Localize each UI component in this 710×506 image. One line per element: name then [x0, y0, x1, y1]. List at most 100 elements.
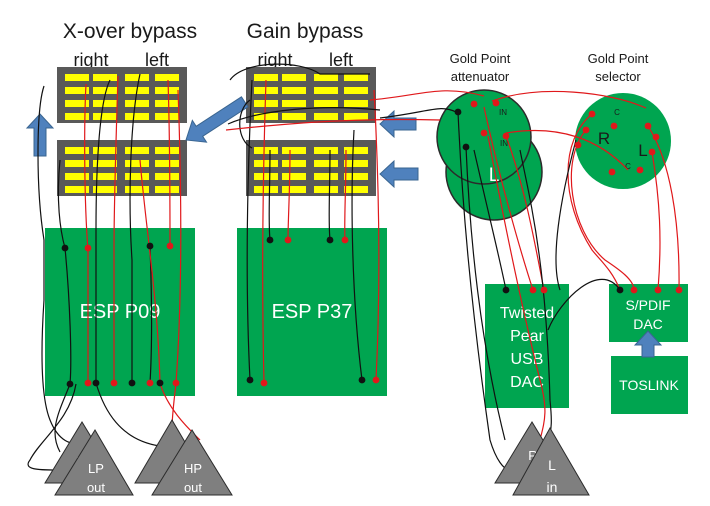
red-terminal [341, 236, 349, 244]
red-wire [84, 83, 89, 383]
relay-contact-pad [155, 147, 179, 154]
relay-contact-pad [125, 74, 149, 81]
red-wire [491, 90, 647, 109]
attenuator-lower-label: L [489, 165, 500, 186]
red-terminal [654, 286, 662, 294]
red-wire [369, 90, 485, 101]
attenuator-label-line2: attenuator [451, 69, 510, 84]
red-terminal [166, 242, 174, 250]
red-wire [651, 151, 661, 291]
relay-contact-pad [254, 74, 278, 81]
relay-contact-pad [93, 173, 117, 180]
red-wire [159, 382, 201, 441]
spdif-label-line2: DAC [633, 316, 663, 332]
relay-contact-pad [65, 173, 89, 180]
relay-contact-pad [93, 113, 117, 120]
spdif-label-line1: S/PDIF [625, 297, 670, 313]
selector-switch [575, 93, 671, 189]
relay-contact-pad [155, 160, 179, 167]
dac-label-line2: Pear [510, 328, 544, 345]
arrow-diagonal-shape [185, 96, 249, 143]
relay-contact-pad [282, 186, 306, 193]
black-terminal [61, 244, 69, 252]
relay-contact-pad [282, 173, 306, 180]
red-wire [167, 79, 171, 247]
relay-contact-pad [155, 186, 179, 193]
red-terminal [529, 286, 537, 294]
relay-contact-pad [125, 160, 149, 167]
relay-contact-pad [65, 160, 89, 167]
dac-label-line4: DAC [510, 374, 544, 391]
black-wire [351, 129, 363, 381]
black-wire [239, 99, 253, 149]
red-terminal [260, 379, 268, 387]
arrow-left-gain-bottom-icon [379, 159, 419, 189]
black-wire [95, 79, 111, 380]
black-wire [268, 149, 271, 241]
toslink-board [611, 356, 688, 414]
relay-contact-pad [65, 113, 89, 120]
attenuator-label-line1: Gold Point [450, 51, 511, 66]
relay-contact-pad [254, 100, 278, 107]
relay-contact-pad [282, 74, 306, 81]
xover-relay-top [57, 67, 187, 123]
relay-contact-pad [155, 74, 179, 81]
input-l-label-line2: in [547, 479, 558, 495]
relay-contact-pad [93, 147, 117, 154]
black-wire [95, 382, 161, 447]
red-wire [487, 135, 546, 441]
black-wire [465, 146, 506, 441]
xover-bypass-title: X-over bypass [63, 20, 197, 43]
input-l-connector [512, 426, 590, 496]
black-terminal [92, 379, 100, 387]
black-wire [547, 278, 621, 331]
input-l-label-line1: L [548, 457, 556, 473]
relay-contact-pad [125, 173, 149, 180]
red-wire [483, 106, 534, 291]
black-wire [457, 111, 511, 471]
black-terminal [146, 242, 154, 250]
black-wire [555, 139, 577, 291]
relay-contact-pad [125, 113, 149, 120]
red-wire [113, 75, 119, 383]
black-wire [37, 85, 83, 444]
relay-contact-pad [314, 160, 338, 167]
red-terminal [480, 129, 488, 137]
black-wire [227, 107, 381, 125]
relay-contact-pad [65, 186, 89, 193]
red-wire [287, 149, 291, 241]
hp-out-connector [151, 429, 233, 496]
relay-contact-pad [93, 74, 117, 81]
relay-contact-pad [344, 173, 368, 180]
gain-relay-top [246, 67, 376, 123]
black-terminal [156, 379, 164, 387]
black-wire [54, 247, 72, 453]
red-terminal [630, 286, 638, 294]
relay-contact-pad [254, 186, 278, 193]
black-terminal [266, 236, 274, 244]
red-wire [344, 149, 347, 241]
esp-p09-label: ESP P09 [80, 301, 161, 323]
red-terminal [84, 244, 92, 252]
relay-contact-pad [125, 186, 149, 193]
gain-left-label: left [329, 50, 353, 70]
hp-out-label-line2: out [184, 480, 202, 495]
black-terminal [358, 376, 366, 384]
black-terminal [128, 379, 136, 387]
relay-contact-pad [65, 87, 89, 94]
arrow-up-toslink-icon [633, 330, 663, 358]
relay-contact-pad [125, 100, 149, 107]
dac-label-line1: Twisted [500, 305, 554, 322]
black-terminal [66, 380, 74, 388]
relay-contact-pad [254, 113, 278, 120]
red-terminal [372, 376, 380, 384]
red-terminal [540, 286, 548, 294]
black-terminal [454, 108, 462, 116]
relay-contact-pad [155, 87, 179, 94]
relay-contact-pad [282, 100, 306, 107]
gain-relay-bottom [246, 140, 376, 196]
selector-label-line2: selector [595, 69, 641, 84]
toslink-label: TOSLINK [619, 377, 679, 393]
relay-contact-pad [314, 74, 338, 81]
